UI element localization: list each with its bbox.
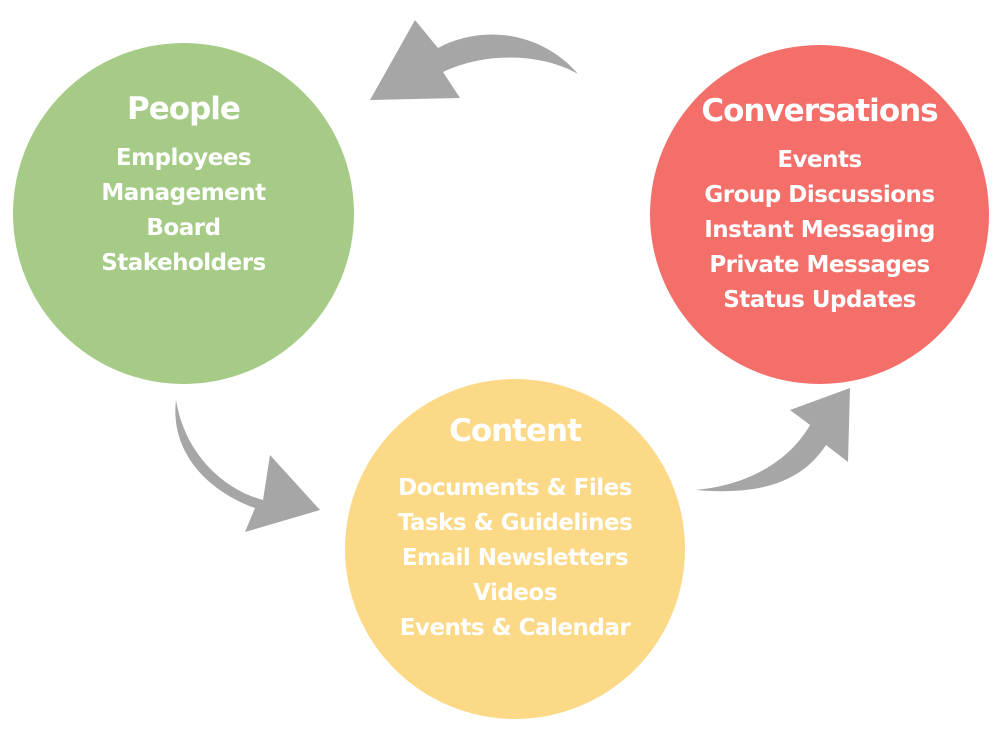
conversations-circle: Conversations Events Group Discussions I… xyxy=(650,45,989,384)
content-item: Events & Calendar xyxy=(399,615,631,641)
conversations-item: Group Discussions xyxy=(704,182,935,208)
conversations-title: Conversations xyxy=(701,93,938,129)
content-title: Content xyxy=(449,413,582,449)
people-item: Management xyxy=(101,180,266,206)
people-item: Stakeholders xyxy=(101,250,266,276)
arrow-conversations-to-people-icon xyxy=(370,20,578,100)
content-item: Documents & Files xyxy=(398,475,632,501)
people-title: People xyxy=(127,91,241,127)
people-circle: People Employees Management Board Stakeh… xyxy=(13,43,354,384)
content-list: Documents & Files Tasks & Guidelines Ema… xyxy=(345,471,685,646)
people-item: Board xyxy=(146,215,221,241)
content-item: Email Newsletters xyxy=(401,545,629,571)
people-list: Employees Management Board Stakeholders xyxy=(13,141,354,281)
conversations-item: Events xyxy=(777,147,862,173)
conversations-list: Events Group Discussions Instant Messagi… xyxy=(650,143,989,318)
conversations-item: Instant Messaging xyxy=(704,217,935,243)
content-item: Videos xyxy=(473,580,557,606)
arrow-content-to-conversations-icon xyxy=(695,388,850,492)
arrow-people-to-content-icon xyxy=(175,400,320,532)
content-circle: Content Documents & Files Tasks & Guidel… xyxy=(345,379,685,719)
content-item: Tasks & Guidelines xyxy=(397,510,633,536)
people-item: Employees xyxy=(115,145,252,171)
conversations-item: Status Updates xyxy=(723,287,916,313)
conversations-item: Private Messages xyxy=(709,252,930,278)
